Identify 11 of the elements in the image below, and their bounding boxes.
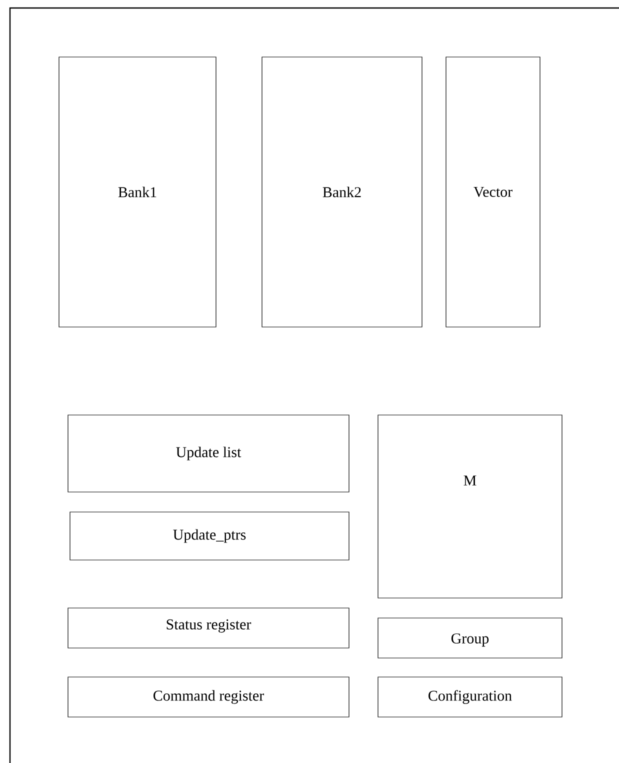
block-box: Update list [68,414,350,492]
block-box: Configuration [378,676,562,718]
block-box: Bank2 [262,56,422,328]
block-box: Bank1 [58,56,216,328]
block-box: Vector [446,56,540,328]
block-box: Group [378,618,562,658]
block-box: Status register [68,608,350,648]
block-box: Command register [68,676,350,718]
block-box: Update_ptrs [70,512,350,560]
frame [9,7,619,763]
block-box: M [378,414,562,598]
